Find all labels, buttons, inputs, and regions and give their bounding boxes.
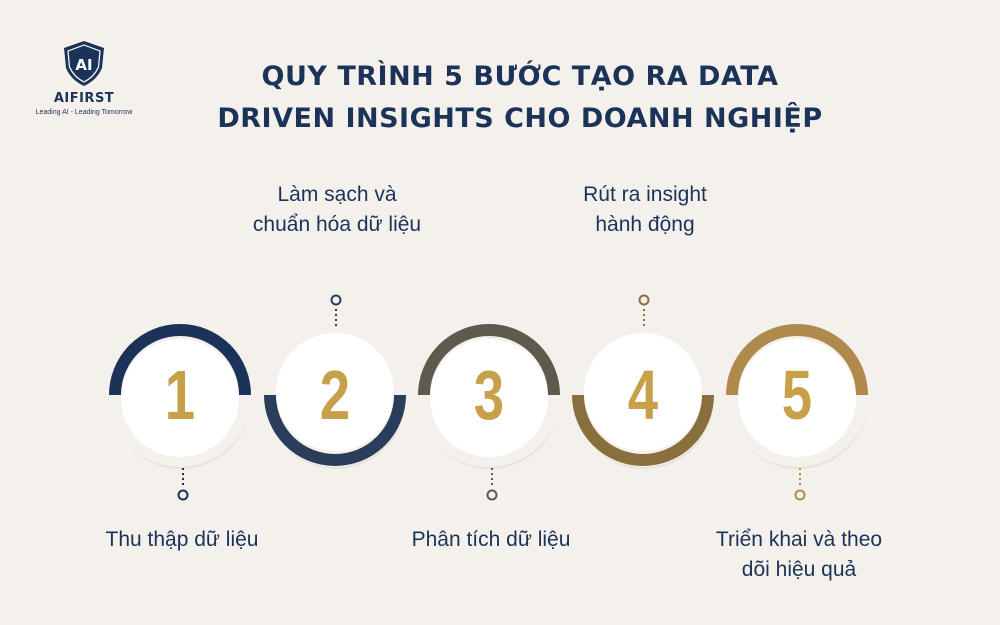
page-title: QUY TRÌNH 5 BƯỚC TẠO RA DATA DRIVEN INSI… xyxy=(150,56,890,140)
step-inner-circle xyxy=(121,339,239,457)
step-arc xyxy=(572,394,714,466)
step-4-label: Rút ra insight hành động xyxy=(515,180,775,240)
step-number: 2 xyxy=(320,357,350,435)
step-label-line: Rút ra insight xyxy=(583,183,707,206)
step-number: 4 xyxy=(628,357,658,435)
step-inner-circle xyxy=(584,333,702,451)
connector-dot xyxy=(638,294,650,306)
step-3-label: Phân tích dữ liệu xyxy=(361,525,621,555)
connector-dot xyxy=(330,294,342,306)
step-label-line: Làm sạch và xyxy=(277,183,397,206)
step-label-line: Triển khai và theo xyxy=(715,528,883,551)
step-1: 1 xyxy=(108,323,252,501)
step-3: 3 xyxy=(417,323,561,501)
step-number: 3 xyxy=(474,357,504,435)
brand-logo: AI AIFIRST Leading AI - Leading Tomorrow xyxy=(30,38,138,116)
step-inner-circle xyxy=(276,333,394,451)
brand-tagline: Leading AI - Leading Tomorrow xyxy=(35,109,133,116)
step-arc xyxy=(264,394,406,466)
step-label-line: Thu thập dữ liệu xyxy=(105,528,259,551)
connector-dot xyxy=(177,489,189,501)
title-line-1: QUY TRÌNH 5 BƯỚC TẠO RA DATA xyxy=(261,61,779,92)
step-5: 5 xyxy=(725,323,869,501)
step-number: 1 xyxy=(165,357,195,435)
step-inner-circle xyxy=(430,339,548,457)
step-1-label: Thu thập dữ liệu xyxy=(52,525,312,555)
shield-logo-icon: AI xyxy=(64,41,104,86)
logo-mark-text: AI xyxy=(75,56,92,74)
step-5-label: Triển khai và theo dõi hiệu quả xyxy=(669,525,929,585)
connector-dot xyxy=(794,489,806,501)
connector-dot xyxy=(486,489,498,501)
step-arc xyxy=(109,324,251,396)
step-4: 4 xyxy=(571,294,715,469)
step-label-line: chuẩn hóa dữ liệu xyxy=(252,213,422,236)
step-2-label: Làm sạch và chuẩn hóa dữ liệu xyxy=(207,180,467,240)
step-arc xyxy=(418,324,560,396)
step-arc xyxy=(726,324,868,396)
step-label-line: dõi hiệu quả xyxy=(741,558,857,581)
step-label-line: Phân tích dữ liệu xyxy=(411,528,571,551)
step-2: 2 xyxy=(263,294,407,469)
step-inner-circle xyxy=(738,339,856,457)
title-line-2: DRIVEN INSIGHTS CHO DOANH NGHIỆP xyxy=(217,103,823,134)
step-number: 5 xyxy=(782,357,812,435)
brand-name: AIFIRST xyxy=(53,91,115,106)
step-label-line: hành động xyxy=(595,213,695,236)
